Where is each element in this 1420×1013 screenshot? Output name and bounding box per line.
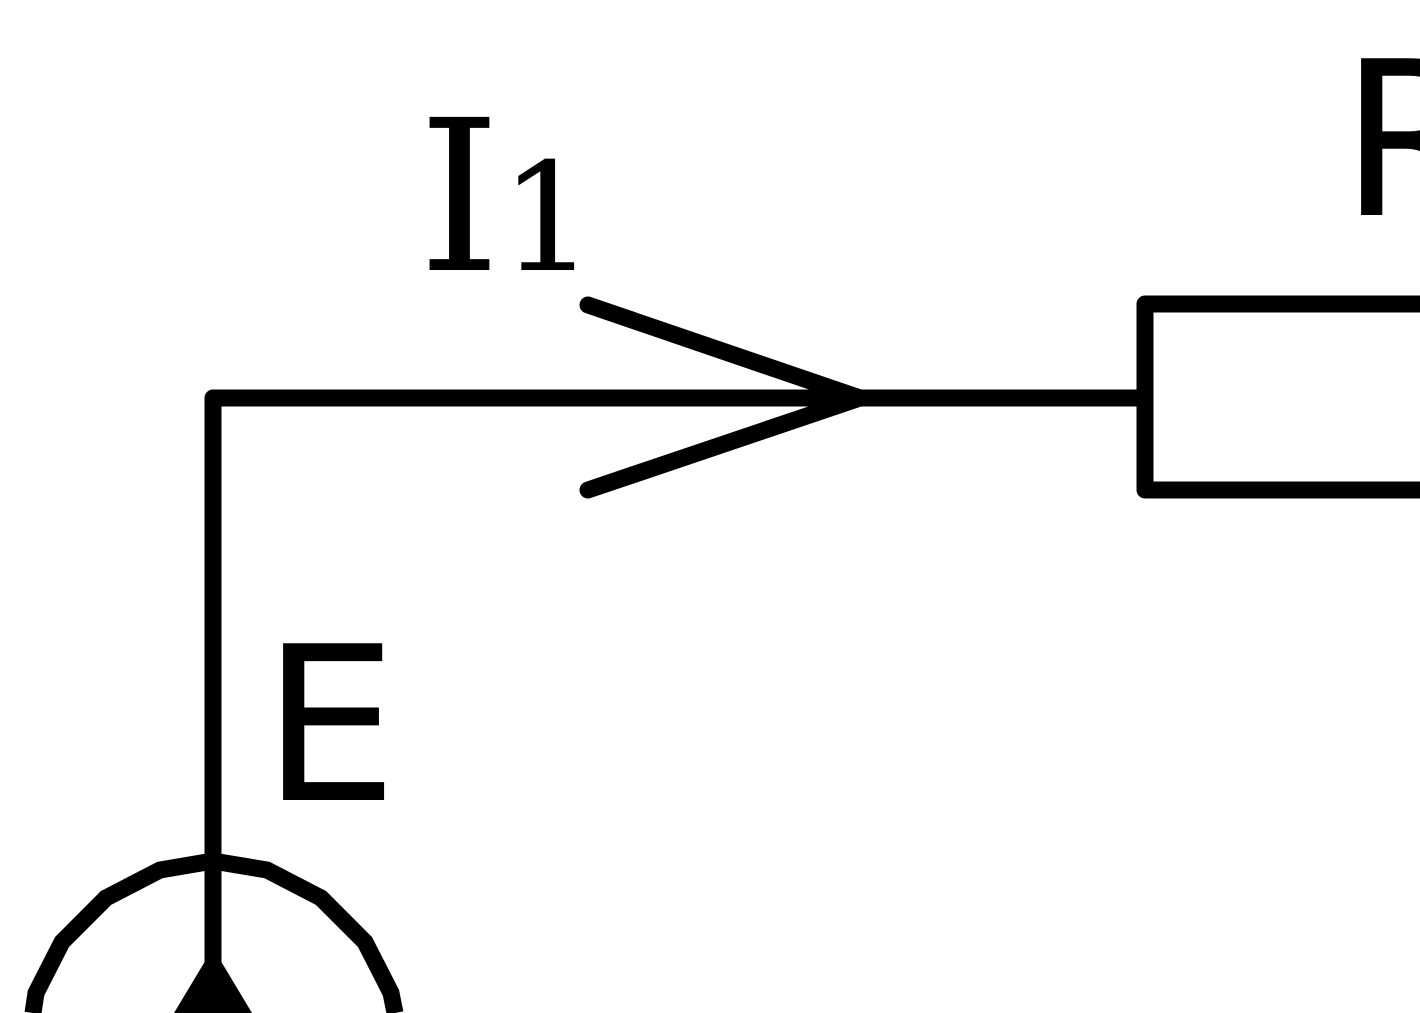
current-label: I — [418, 75, 501, 320]
resistor-label: R — [1340, 15, 1420, 266]
resistor-icon — [1136, 295, 1420, 499]
voltage-source-icon — [24, 852, 404, 1013]
emf-label: E — [262, 600, 398, 851]
current-direction-arrow-icon — [579, 296, 887, 499]
source-arrowhead-icon — [174, 948, 252, 1013]
current-label-subscript: 1 — [500, 132, 595, 306]
